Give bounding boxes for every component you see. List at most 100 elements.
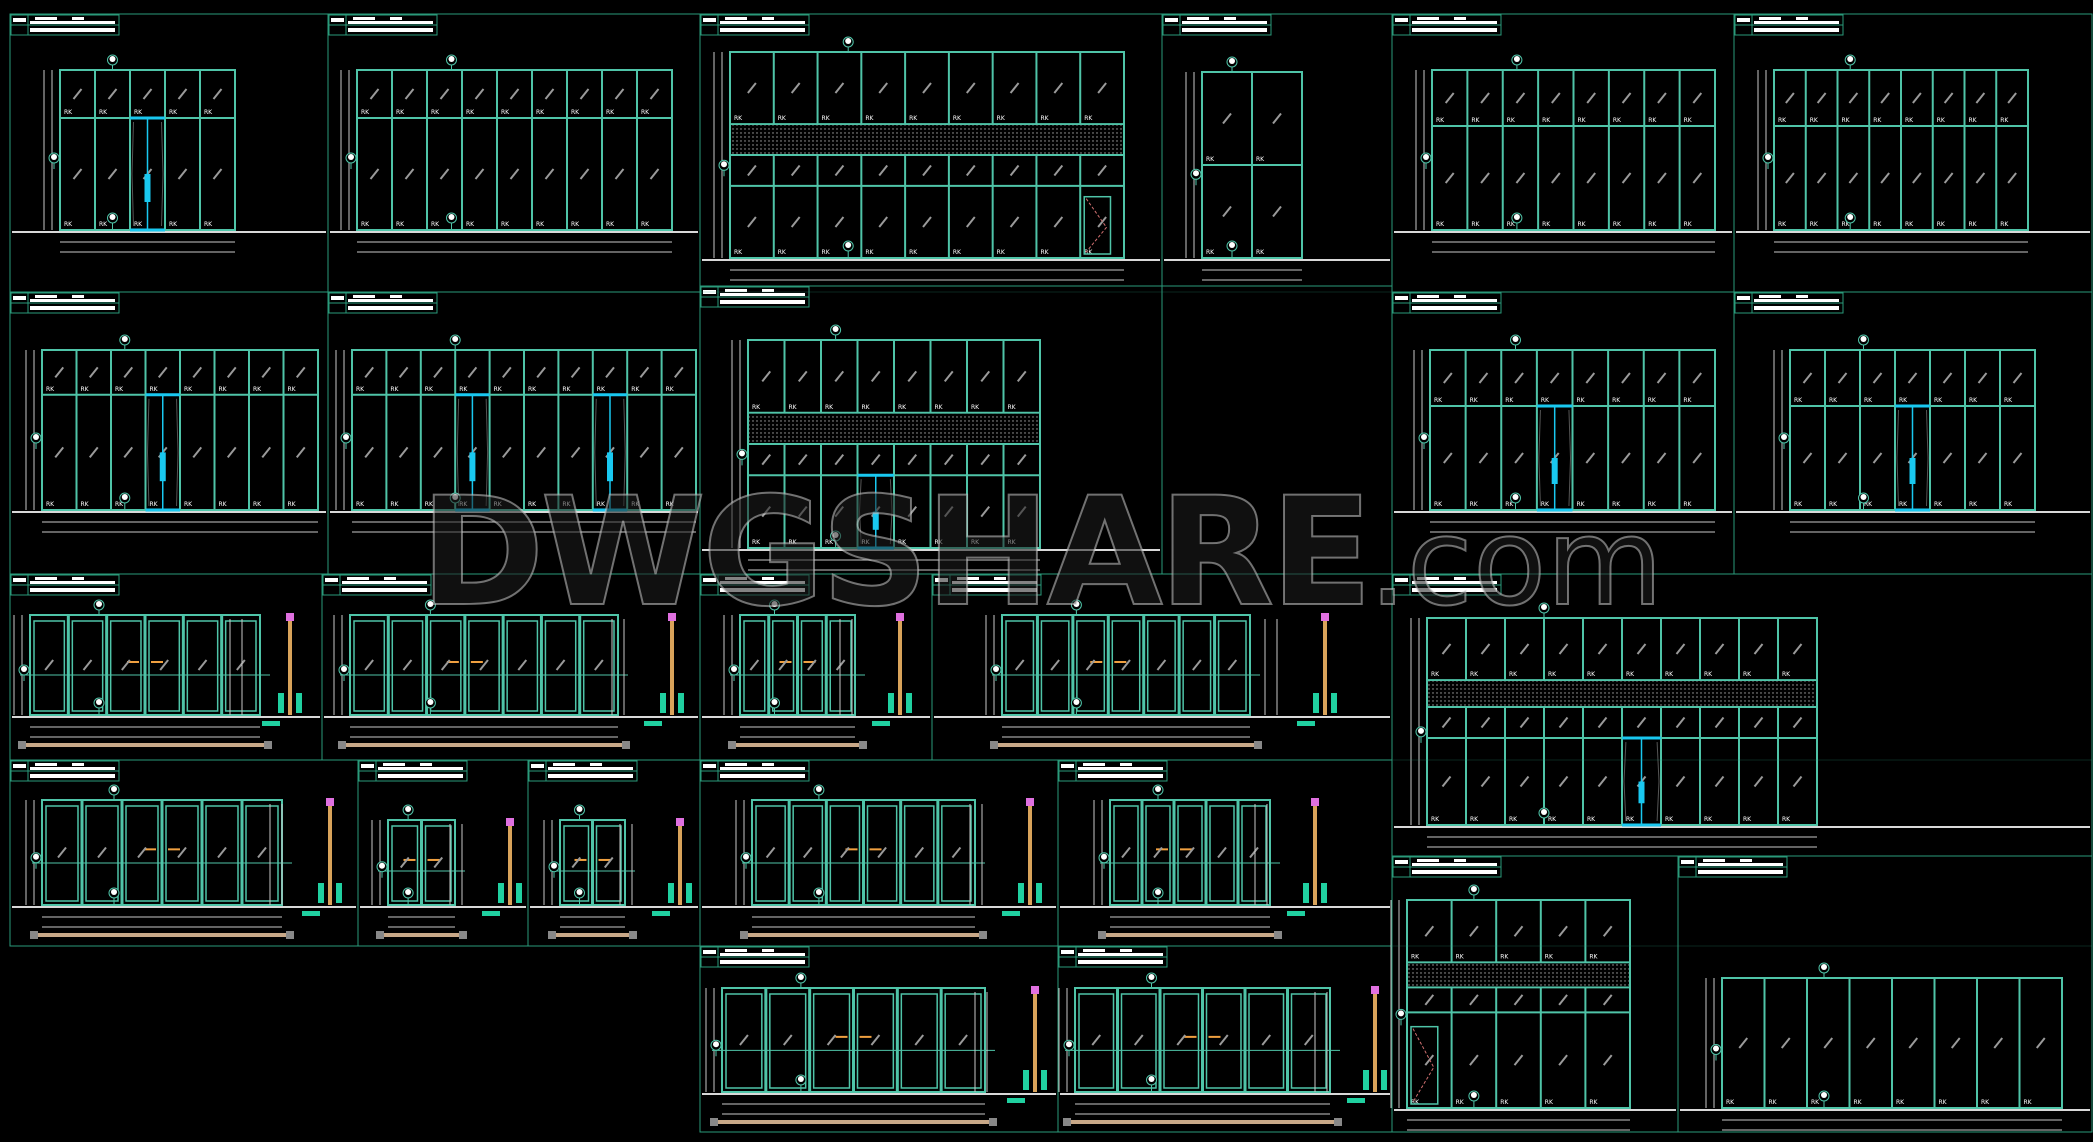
- side-post: [839, 613, 912, 726]
- panel-label: RK: [1542, 221, 1551, 228]
- callout-tag-icon: [990, 664, 1002, 681]
- panel-label: RK: [865, 249, 874, 256]
- glass-mark: [474, 88, 485, 100]
- double-door[interactable]: [1536, 404, 1573, 512]
- glass-mark: [536, 366, 546, 379]
- glazing-elevation[interactable]: [20, 614, 270, 716]
- glazing-elevation[interactable]: [32, 799, 292, 906]
- sheet-E3[interactable]: [527, 759, 701, 947]
- double-door[interactable]: [592, 393, 628, 512]
- glass-mark: [1222, 112, 1232, 125]
- glass-mark: [1009, 164, 1020, 177]
- panel-label: RK: [431, 109, 440, 116]
- panel-label: RK: [1542, 117, 1551, 124]
- glazing-elevation[interactable]: [730, 614, 865, 716]
- glass-mark: [826, 1034, 837, 1046]
- sheet-E2[interactable]: [357, 759, 529, 947]
- single-swing-door[interactable]: [1410, 1025, 1439, 1105]
- double-door[interactable]: [857, 473, 895, 550]
- glass-mark: [1009, 82, 1020, 94]
- panel-label: RK: [1578, 221, 1587, 228]
- glass-mark: [1753, 643, 1764, 655]
- glazing-elevation[interactable]: [378, 819, 465, 906]
- panel-label: RK: [288, 386, 297, 393]
- callout-tag-icon: [1510, 492, 1521, 509]
- glass-mark: [761, 453, 772, 466]
- callout-tag-icon: [1844, 54, 1856, 71]
- glass-mark: [502, 446, 512, 459]
- glass-mark: [364, 366, 374, 379]
- glazing-elevation[interactable]: [992, 614, 1260, 716]
- callout-tag-icon: [48, 152, 60, 169]
- callout-tag-icon: [1858, 492, 1869, 509]
- double-door[interactable]: [130, 116, 165, 232]
- glass-mark: [1753, 716, 1764, 729]
- glazing-elevation[interactable]: [1100, 799, 1280, 906]
- sheet-E4[interactable]: [699, 759, 1059, 947]
- double-door[interactable]: [455, 393, 490, 512]
- callout-tag-icon: [108, 784, 120, 801]
- glazing-elevation[interactable]: [1065, 987, 1340, 1093]
- panel-label: RK: [935, 539, 944, 546]
- sheet-C1[interactable]: [9, 573, 323, 761]
- glazing-elevation[interactable]: [340, 614, 628, 716]
- double-door[interactable]: [1622, 736, 1661, 827]
- panel-label: RK: [1934, 501, 1943, 508]
- glazing-elevation[interactable]: [712, 987, 995, 1093]
- glass-mark: [2007, 172, 2017, 184]
- sheet-E5[interactable]: [1057, 759, 1393, 947]
- glazing-elevation[interactable]: [550, 819, 635, 906]
- single-swing-door[interactable]: [1083, 195, 1112, 255]
- glass-mark: [674, 446, 684, 459]
- double-door[interactable]: [145, 393, 181, 512]
- callout-tag-icon: [1070, 599, 1082, 616]
- panel-label: RK: [528, 386, 537, 393]
- sheet-F2[interactable]: [1057, 945, 1393, 1133]
- sheet-C3[interactable]: [699, 573, 933, 761]
- panel-label: RK: [862, 539, 871, 546]
- panel-label: RK: [1794, 501, 1803, 508]
- glass-mark: [907, 453, 918, 466]
- glazing-elevation[interactable]: [742, 799, 985, 906]
- sheet-C4[interactable]: [931, 573, 1393, 761]
- glass-mark: [790, 216, 801, 228]
- sheet-E1[interactable]: [9, 759, 359, 947]
- glass-mark: [1602, 925, 1613, 937]
- sheet-C2[interactable]: [321, 573, 701, 761]
- glass-mark: [364, 446, 374, 459]
- sheet-F1[interactable]: [699, 945, 1059, 1133]
- title-block: [1392, 574, 1502, 596]
- glass-mark: [870, 453, 881, 466]
- double-door[interactable]: [1895, 404, 1930, 512]
- callout-tag-icon: [340, 432, 352, 449]
